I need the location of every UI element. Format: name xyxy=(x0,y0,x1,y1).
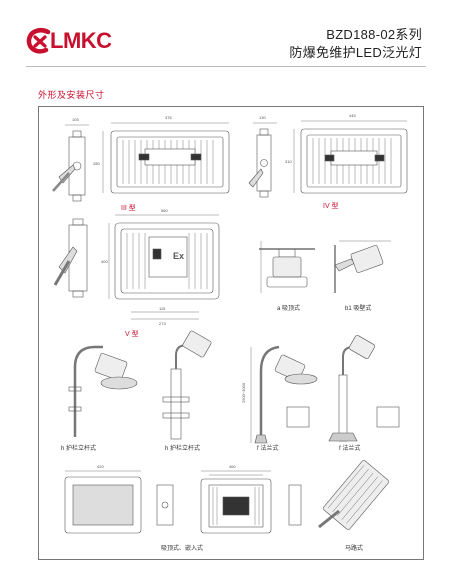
label-type-v: V 型 xyxy=(125,331,139,338)
flange-mount-f2 xyxy=(328,335,400,442)
label-flange-f2: f 法兰式 xyxy=(339,446,361,452)
ceiling-mount-a xyxy=(259,241,315,293)
pole-mount-h2 xyxy=(162,330,212,440)
label-pole-h1: h 护栏立杆式 xyxy=(61,446,97,452)
dim-130: 130 xyxy=(259,115,266,120)
brand-logo: LMKC xyxy=(26,26,112,56)
logo-swoosh-icon xyxy=(26,28,51,54)
dim-310: 310 xyxy=(285,159,292,164)
roadway-mount-view xyxy=(318,460,390,530)
recessed-mount-views xyxy=(64,470,302,534)
label-recessed-mount: 吸顶式、嵌入式 xyxy=(161,546,204,552)
dim-376: 376 xyxy=(165,115,172,120)
dim-420: 420 xyxy=(97,464,104,469)
label-flange-f1: f 法兰式 xyxy=(257,446,279,452)
pole-mount-h1 xyxy=(68,345,138,437)
section-heading: 外形及安装尺寸 xyxy=(38,90,105,100)
dim-273: 273 xyxy=(159,321,166,326)
wall-mount-b1 xyxy=(334,240,391,293)
label-pole-h2: h 护栏立杆式 xyxy=(165,446,201,452)
product-series-title: BZD188-02系列 xyxy=(326,27,422,42)
svg-text:Ex: Ex xyxy=(173,251,184,261)
type-iv-side-view xyxy=(248,122,277,198)
label-type-iii: III 型 xyxy=(121,205,136,212)
dim-115: 115 xyxy=(159,306,166,311)
label-type-iv: IV 型 xyxy=(323,203,339,210)
logo-text: LMKC xyxy=(50,28,112,53)
dim-445: 445 xyxy=(349,113,356,118)
dim-560: 560 xyxy=(161,208,168,213)
dim-2500: 2500~3000 xyxy=(241,382,246,403)
type-iv-front-view xyxy=(293,120,408,194)
type-v-side-view xyxy=(53,218,88,298)
flange-mount-f1 xyxy=(250,345,318,444)
label-wall-mount: b1 吸壁式 xyxy=(345,306,372,312)
technical-drawings: Ex xyxy=(52,113,408,534)
type-iii-side-view xyxy=(52,124,89,202)
header-divider xyxy=(26,66,426,67)
product-name-title: 防爆免维护LED泛光灯 xyxy=(289,45,422,60)
dim-460: 460 xyxy=(229,464,236,469)
label-roadway-mount: 马路式 xyxy=(345,546,364,552)
label-ceiling-mount: a 吸顶式 xyxy=(277,306,301,312)
type-iii-front-view xyxy=(102,122,230,194)
type-v-front-view: Ex xyxy=(108,214,220,320)
dim-280: 280 xyxy=(93,161,100,166)
drawing-panel: Ex xyxy=(38,106,424,560)
dim-400: 400 xyxy=(101,259,108,264)
dim-105: 105 xyxy=(72,117,79,122)
